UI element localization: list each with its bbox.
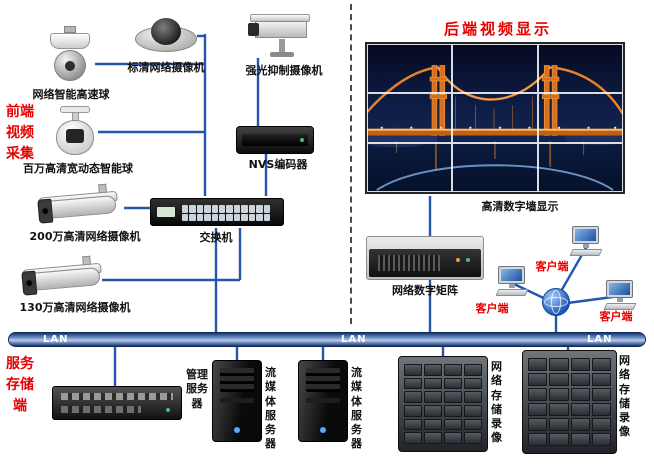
switch-label: 交换机 [199,231,233,244]
section-divider [350,4,352,324]
bullet-camera-200w-icon [36,182,125,229]
mgmt-server-label: 管理服务器 [186,368,208,410]
storage-array-icon [522,350,617,454]
client-pc-icon [569,226,604,258]
client-label: 客户端 [599,310,633,323]
video-wall [365,42,625,194]
bullet-camera-130w-icon [20,254,109,301]
nvs-encoder-label: NVS编码器 [248,158,308,171]
sd-dome-label: 标清网络摄像机 [127,61,205,74]
front-section-title: 前端视频采集 [6,104,34,162]
speed-dome-camera-icon [45,26,95,86]
client-label: 客户端 [535,260,569,273]
nvs-encoder-icon [236,126,314,154]
back-section-title: 后端视频显示 [443,20,552,38]
storage-recorder-label: 网络存储录像 [619,354,630,439]
tower-server-icon [212,360,262,442]
video-wall-grid [367,44,623,192]
storage-recorder-label: 网络存储录像 [491,360,502,445]
client-pc-icon [603,280,638,312]
ptz-ball-camera-icon [52,106,98,160]
wide-ball-label: 百万高清宽动态智能球 [23,162,133,175]
tower-server-icon [298,360,348,442]
storage-section-title: 服务存储端 [6,356,34,414]
speed-dome-label: 网络智能高速球 [32,88,110,101]
client-label: 客户端 [475,302,509,315]
glare-suppression-camera-icon [248,14,316,60]
rack-server-icon [52,386,182,420]
video-wall-label: 高清数字墙显示 [481,200,559,213]
digital-matrix-icon [366,236,484,280]
stream-server-label: 流媒体服务器 [351,366,362,451]
lan-bus: LAN LAN LAN [8,332,646,347]
camera-200w-label: 200万高清网络摄像机 [29,230,141,243]
dome-camera-icon [135,16,197,56]
lan-label: LAN [587,334,613,345]
lan-label: LAN [43,334,69,345]
matrix-label: 网络数字矩阵 [392,284,458,297]
camera-130w-label: 130万高清网络摄像机 [19,301,131,314]
storage-array-icon [398,356,488,452]
network-switch-icon [150,196,284,228]
glare-camera-label: 强光抑制摄像机 [245,64,323,77]
client-pc-icon [495,266,530,298]
internet-globe-icon [542,288,570,316]
stream-server-label: 流媒体服务器 [265,366,276,451]
lan-label: LAN [341,334,367,345]
